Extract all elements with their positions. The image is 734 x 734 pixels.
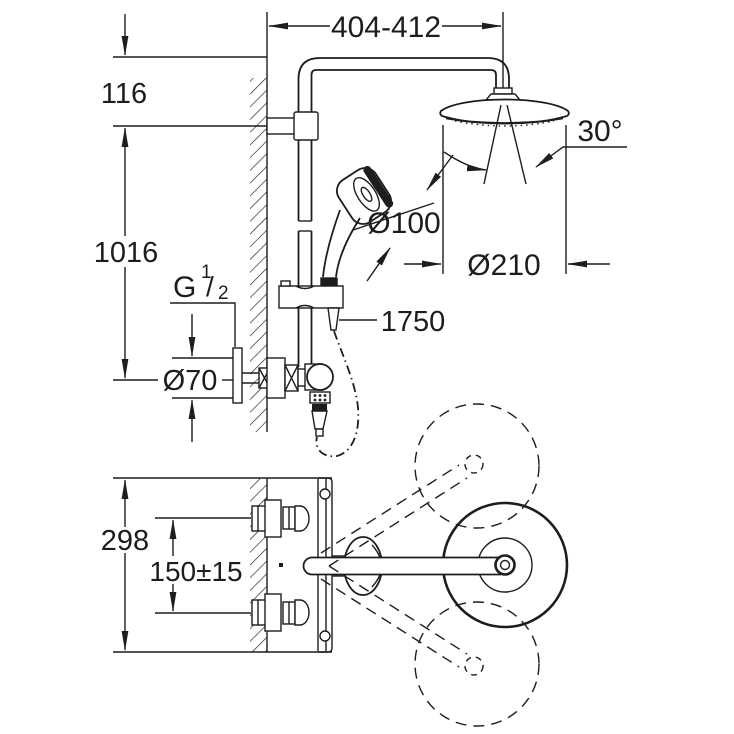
plan-supply-top	[251, 499, 310, 538]
knurl-dot	[313, 394, 317, 397]
thread-numerator: 1	[201, 262, 212, 283]
dim-o100-arrow-lower	[366, 247, 391, 282]
pipe-inner-edge	[310, 69, 497, 120]
outlet-cone	[311, 410, 328, 430]
bracket-clamp	[293, 111, 319, 141]
dim-hand-shower-diameter-label: Ø100	[367, 207, 440, 240]
wall-bracket	[266, 111, 319, 141]
dim-bracket-height-label: 116	[101, 78, 147, 110]
spray-angle-line-right	[506, 104, 527, 185]
thread-letter: G	[173, 271, 196, 304]
holder-hose-cone	[327, 307, 340, 331]
supply-flange	[232, 347, 243, 404]
front-dimensions: 404-412 116 1016 G 1 / 2	[94, 11, 627, 442]
swivel-head-upper	[414, 403, 540, 529]
dim-supply-spacing-label: 150±15	[149, 556, 242, 587]
wall-hatch	[250, 78, 267, 432]
dim-top-width-label: 404-412	[331, 11, 441, 44]
hand-shower	[320, 165, 394, 288]
swivel-hub-lower	[464, 656, 484, 676]
outlet-band	[312, 404, 327, 411]
plan-view: 298 150±15	[101, 403, 569, 727]
holder-body	[278, 285, 344, 309]
hand-shower-face-center	[360, 186, 373, 203]
swivel-arm-lower-a	[328, 565, 468, 655]
head-connector-nut	[493, 87, 513, 95]
head-shower-plan	[302, 501, 569, 629]
arm-hub-center	[499, 559, 511, 571]
dim-rail-height-label: 1016	[94, 237, 159, 269]
knurl-dot	[318, 394, 322, 397]
spray-angle-arrow-left	[443, 151, 487, 172]
swivel-hub-upper	[464, 454, 484, 474]
dim-escutcheon-diameter-label: Ø70	[163, 365, 218, 397]
outlet-knurl	[309, 391, 331, 404]
union-ball	[294, 505, 310, 532]
plate-hole-top	[319, 488, 331, 500]
hand-shower-handle-outer	[322, 209, 341, 278]
swivel-arm-upper-a	[328, 477, 468, 567]
thread-label: G 1 / 2	[170, 262, 236, 347]
escutcheon-plan	[264, 499, 282, 538]
spray-angle-label: 30°	[577, 115, 622, 148]
swivel-head-lower	[414, 601, 540, 727]
arm-hub	[494, 554, 516, 576]
knurl-dot	[318, 398, 322, 402]
center-mark	[279, 563, 283, 567]
holder-notch-top	[295, 285, 315, 290]
head-shower-body	[439, 98, 570, 124]
hand-shower-face-ring	[353, 176, 381, 212]
front-view: 404-412 116 1016 G 1 / 2	[94, 11, 627, 458]
hose-length-label: 1750	[381, 306, 446, 338]
temperature-knob	[306, 363, 334, 391]
holder-tab	[280, 280, 291, 287]
hand-shower-handle-inner	[335, 217, 361, 278]
hand-shower-face-band	[363, 165, 394, 208]
thread-slash: /	[206, 271, 214, 302]
head-shower-rim	[445, 117, 564, 125]
dim-overall-depth-label: 298	[101, 525, 149, 557]
swivel-arm-lower-b	[320, 578, 460, 668]
bracket-arm	[266, 117, 296, 135]
thread-leader-line	[170, 302, 236, 347]
valve-union-hatch-2	[284, 364, 299, 392]
head-spray-face-dots	[454, 120, 555, 127]
union-ball	[294, 599, 310, 626]
outlet-tip	[315, 428, 324, 437]
head-shower	[439, 87, 570, 185]
spray-angle-leader	[535, 146, 627, 168]
swivel-range-dashed	[320, 403, 540, 727]
ext-line-o100	[352, 202, 435, 231]
escutcheon-plan	[264, 593, 282, 632]
plate-hole-bottom	[319, 630, 331, 642]
holder-notch-bottom	[295, 304, 315, 309]
shower-hose	[315, 330, 360, 458]
knurl-dot	[323, 394, 327, 397]
pipe-outer-edge	[297, 57, 510, 120]
plan-dimensions: 298 150±15	[101, 479, 251, 651]
dim-o100-arrow-upper	[426, 154, 454, 191]
thread-denominator: 2	[218, 283, 229, 304]
swivel-arm-upper-b	[320, 464, 460, 554]
knurl-dot	[323, 398, 327, 402]
hand-shower-holder	[278, 280, 344, 331]
thermostat-valve-front	[232, 347, 334, 437]
dim-head-diameter-label: Ø210	[467, 249, 540, 282]
knurl-dot	[313, 398, 317, 402]
escutcheon	[266, 357, 286, 399]
plan-supply-bottom	[251, 593, 310, 632]
shower-arm-plan	[302, 556, 501, 576]
